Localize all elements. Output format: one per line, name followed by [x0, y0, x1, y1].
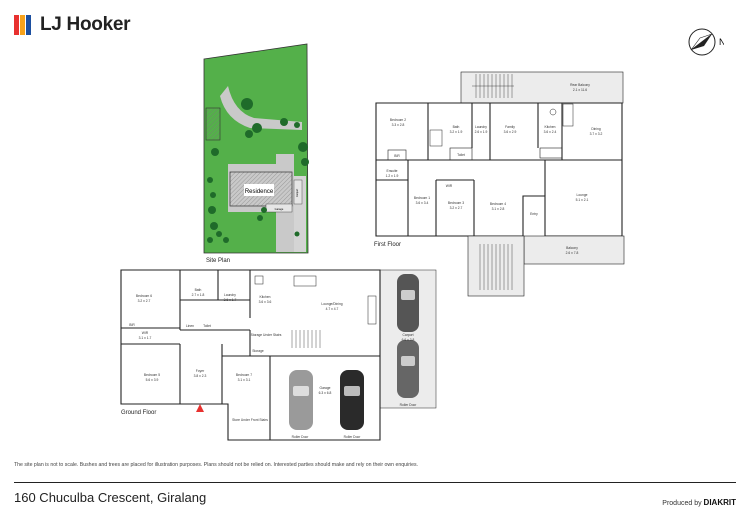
gf-garage-roller-door-1: Roller Door — [292, 435, 310, 439]
gf-laundry-dim: 3.6 x 1.7 — [224, 298, 237, 302]
ff-bedroom1: Bedroom 1 — [414, 196, 430, 200]
gf-storage: Storage — [252, 349, 264, 353]
gf-toilet: Toilet — [203, 324, 211, 328]
ff-dining-dim: 3.7 x 3.2 — [590, 132, 603, 136]
residence-label: Residence — [245, 189, 274, 195]
first-floor-plan — [375, 71, 625, 297]
gf-garage-roller-door-2: Roller Door — [344, 435, 362, 439]
gf-laundry: Laundry — [224, 293, 236, 297]
ff-rear-balcony-dim: 2.1 x 11.6 — [573, 88, 587, 92]
ff-bedroom4-dim: 3.1 x 2.8 — [492, 207, 505, 211]
gf-bedroom6: Bedroom 6 — [136, 294, 152, 298]
ff-bedroom3-dim: 3.2 x 2.7 — [450, 206, 463, 210]
gf-kitchen-dim: 3.6 x 3.6 — [259, 300, 272, 304]
gf-bedroom5: Bedroom 5 — [144, 373, 160, 377]
gf-garage-dim: 6.3 x 6.8 — [319, 391, 332, 395]
ff-lounge-dim: 5.1 x 2.1 — [576, 198, 589, 202]
gf-wir: WIR — [142, 331, 149, 335]
gf-carport: Carport — [403, 333, 414, 337]
first-floor-labels: Rear Balcony 2.1 x 11.6 Bedroom 2 3.3 x … — [374, 83, 602, 255]
ground-floor-labels: Bedroom 6 3.2 x 2.7 Bath 2.7 x 1.8 Laund… — [121, 288, 417, 439]
gf-bath-dim: 2.7 x 1.8 — [192, 293, 205, 297]
ff-bedroom2: Bedroom 2 — [390, 118, 406, 122]
ff-balcony-dim: 2.6 x 7.8 — [566, 251, 579, 255]
ff-dining: Dining — [591, 127, 601, 131]
ff-bedroom4: Bedroom 4 — [490, 202, 506, 206]
producer-name: DIAKRIT — [703, 498, 736, 507]
ff-entry: Entry — [530, 212, 538, 216]
ff-toilet: Toilet — [457, 153, 465, 157]
compass-label: N — [719, 37, 724, 47]
gf-bedroom7-dim: 3.1 x 3.1 — [238, 378, 251, 382]
brand-name: LJ Hooker — [40, 14, 131, 35]
ff-bath-dim: 3.2 x 1.9 — [450, 130, 463, 134]
gf-linen: Linen — [186, 324, 194, 328]
gf-foyer: Foyer — [196, 369, 205, 373]
carport-car-2-icon — [397, 340, 419, 398]
gf-carport-roller-door: Roller Door — [400, 403, 418, 407]
ff-lounge: Lounge — [576, 193, 587, 197]
gf-bedroom7: Bedroom 7 — [236, 373, 252, 377]
first-floor-caption: First Floor — [374, 242, 401, 248]
compass-north-icon: N — [688, 28, 724, 56]
property-address: 160 Chuculba Crescent, Giralang — [14, 490, 207, 505]
entry-arrow-icon — [196, 404, 204, 412]
produced-by-prefix: Produced by — [662, 500, 702, 507]
ff-bedroom3: Bedroom 3 — [448, 201, 464, 205]
ff-ensuite-dim: 1.2 x 1.9 — [386, 174, 399, 178]
gf-lounge-dining: Lounge/Dining — [321, 302, 342, 306]
disclaimer-text: The site plan is not to scale. Bushes an… — [14, 462, 418, 468]
footer-divider — [14, 482, 736, 483]
gf-carport-dim: 6.6 x 3.8 — [402, 338, 415, 342]
garage-car-2-icon — [340, 370, 364, 430]
gf-garage: Garage — [320, 386, 331, 390]
carport-car-1-icon — [397, 274, 419, 332]
gf-bedroom5-dim: 5.6 x 3.9 — [146, 378, 159, 382]
produced-by: Produced by DIAKRIT — [662, 498, 736, 507]
logo-mark-icon — [14, 15, 34, 35]
gf-bir: BIR — [129, 323, 135, 327]
gf-lounge-dining-dim: 4.7 x 4.7 — [326, 307, 339, 311]
ff-bedroom2-dim: 3.3 x 2.8 — [392, 123, 405, 127]
site-garage-label: Garage — [275, 207, 284, 211]
ground-floor-plan — [120, 269, 437, 441]
ff-laundry: Laundry — [475, 125, 487, 129]
garage-car-1-icon — [289, 370, 313, 430]
gf-wir-dim: 3.1 x 1.7 — [139, 336, 152, 340]
ff-family: Family — [505, 125, 515, 129]
ff-bir: BIR — [394, 154, 400, 158]
gf-foyer-dim: 3.8 x 2.3 — [194, 374, 207, 378]
site-carport-label: Carport — [296, 189, 299, 198]
ff-rear-balcony: Rear Balcony — [570, 83, 590, 87]
ff-balcony: Balcony — [566, 246, 578, 250]
gf-storage-under-stairs: Storage Under Stairs — [251, 333, 282, 337]
floor-plans-drawing: Residence Carport Garage Site Plan — [120, 43, 625, 441]
car-icons — [289, 274, 419, 430]
ff-kitchen: Kitchen — [545, 125, 556, 129]
gf-store-under-stairs: Store Under Front Stairs — [232, 418, 268, 422]
gf-kitchen: Kitchen — [260, 295, 271, 299]
site-plan-caption: Site Plan — [206, 258, 230, 264]
lj-hooker-logo: LJ Hooker — [14, 14, 131, 36]
ff-wir: WIR — [446, 184, 453, 188]
gf-bath: Bath — [195, 288, 202, 292]
site-plan: Residence Carport Garage Site Plan — [203, 43, 309, 264]
ff-kitchen-dim: 3.6 x 2.4 — [544, 130, 557, 134]
ff-laundry-dim: 2.6 x 1.9 — [475, 130, 488, 134]
ff-ensuite: Ensuite — [387, 169, 398, 173]
ground-floor-caption: Ground Floor — [121, 410, 156, 416]
ff-family-dim: 3.6 x 2.9 — [504, 130, 517, 134]
gf-bedroom6-dim: 3.2 x 2.7 — [138, 299, 151, 303]
ff-bedroom1-dim: 3.6 x 3.4 — [416, 201, 429, 205]
ff-bath: Bath — [453, 125, 460, 129]
